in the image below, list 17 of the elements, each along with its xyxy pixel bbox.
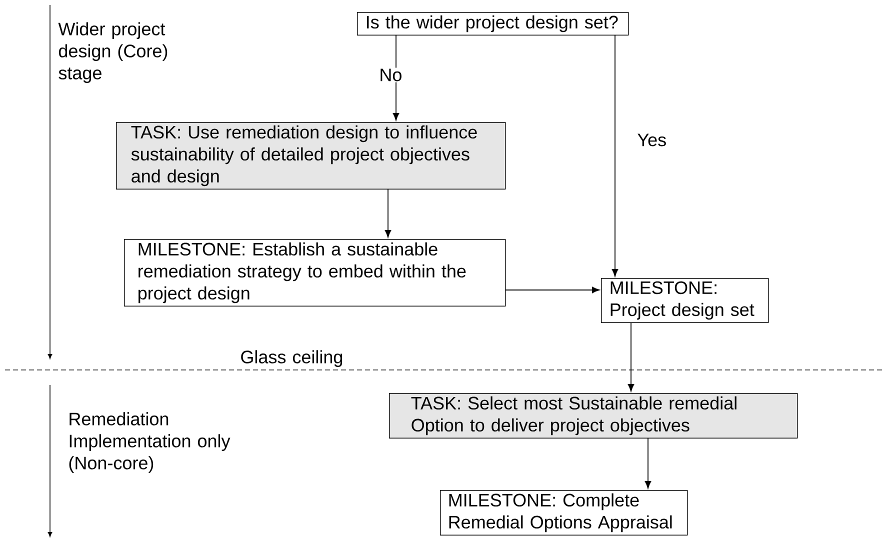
stage-label: Remediation Implementation only (Non-core) [69,412,230,473]
boundary-label: Glass ceiling [241,350,342,367]
milestone-box: MILESTONE: Complete Remedial Options Appraisal [440,490,688,536]
edge-label: Yes [638,134,666,146]
arrow [644,438,652,489]
question-box: Is the wider project design set? [357,12,629,36]
arrow [505,286,600,294]
arrow [628,322,634,392]
arrow [612,35,618,277]
stage-label: Wider project design (Core) stage [58,22,168,83]
task-box: TASK: Select most Sustainable remedial Option to deliver project objectives [389,393,798,438]
milestone-box: MILESTONE: Establish a sustainable remediation strategy to embed within the project design [124,239,506,306]
arrow [392,35,400,121]
edge-label: No [380,68,402,82]
task-box: TASK: Use remediation design to influence sustainability of detailed project objectives and design [116,122,506,190]
arrow [384,189,392,238]
milestone-box: MILESTONE: Project design set [601,278,769,323]
